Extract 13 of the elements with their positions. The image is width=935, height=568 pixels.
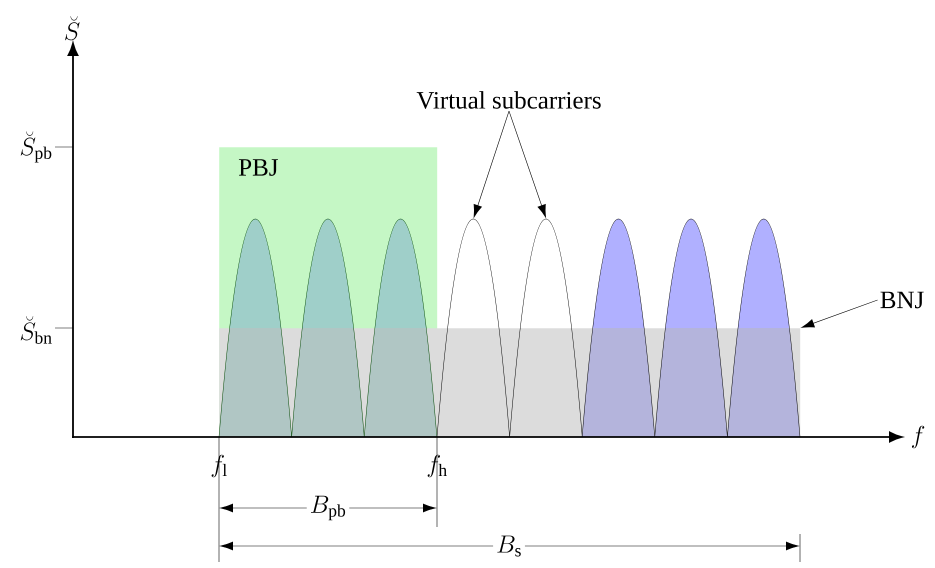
spectrum-lobe bbox=[436, 218, 510, 438]
leader-line bbox=[508, 110, 546, 218]
leader-line bbox=[474, 110, 510, 218]
callout-text: Virtual subcarriers bbox=[416, 91, 601, 109]
dimension-label: $B_{\mathrm{pb}}$ bbox=[306, 492, 350, 524]
tick-label: $\breve{S}_{\mathrm{pb}}$ bbox=[20, 132, 52, 163]
tick-label: $\breve{S}_{\mathrm{bn}}$ bbox=[20, 316, 52, 344]
callout-text: BNJ bbox=[880, 292, 924, 308]
axis-label: $\breve{S}$ bbox=[65, 16, 80, 40]
axis-label: $f$ bbox=[912, 426, 924, 448]
dimension-label: $B_{\mathrm{s}}$ bbox=[493, 532, 525, 560]
spectrum-lobe bbox=[509, 218, 582, 438]
leader-line bbox=[801, 300, 878, 328]
